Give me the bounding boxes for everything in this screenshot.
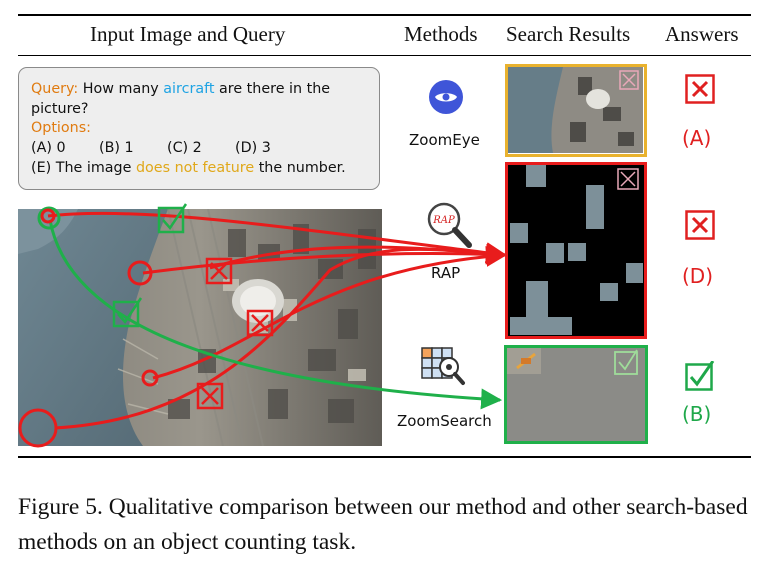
header-input-image-and-query: Input Image and Query <box>90 22 286 46</box>
check-icon <box>112 297 143 328</box>
cross-icon <box>246 309 274 337</box>
method-zoomsearch-label: ZoomSearch <box>397 412 492 430</box>
search-node-red-1 <box>40 208 56 224</box>
header-methods: Methods <box>404 22 478 46</box>
table-top-rule <box>18 14 751 16</box>
option-a: (A) 0 <box>31 140 66 157</box>
query-text-post: are there in the <box>219 81 331 97</box>
option-e-keyword: does not feature <box>135 159 255 176</box>
result-rap <box>505 162 647 339</box>
figure-caption: Figure 5. Qualitative comparison between… <box>18 494 748 555</box>
result-zoomeye <box>505 64 647 157</box>
rap-path-1 <box>47 211 508 264</box>
answer-rap: (D) <box>682 264 714 288</box>
option-e-post: the number. <box>258 159 346 176</box>
query-text-cont: picture? <box>31 100 89 117</box>
table-bottom-rule <box>18 456 751 458</box>
header-search-results: Search Results <box>506 22 631 46</box>
rap-logo-text: RAP <box>432 215 455 226</box>
search-node-red-4 <box>18 408 58 448</box>
result-rap-image <box>508 165 644 335</box>
search-node-red-3 <box>141 369 159 387</box>
option-c: (C) 2 <box>167 140 202 157</box>
answer-zoomeye-cross-icon <box>685 74 715 104</box>
options-label: Options: <box>31 120 91 137</box>
result-zoomsearch <box>504 345 648 444</box>
query-text-pre: How many <box>82 81 159 97</box>
query-label: Query: <box>31 81 79 97</box>
query-keyword: aircraft <box>163 81 215 97</box>
cross-markers <box>196 257 274 410</box>
option-d: (D) 3 <box>235 140 271 157</box>
option-b: (B) 1 <box>99 140 134 157</box>
option-e-pre: (E) The image <box>31 159 132 176</box>
answer-zoomsearch-check-icon <box>685 361 715 391</box>
answer-zoomsearch: (B) <box>682 402 712 426</box>
zoomsearch-path <box>48 219 503 410</box>
magnifier-icon: RAP <box>427 202 472 248</box>
method-zoomeye-label: ZoomEye <box>409 131 480 149</box>
method-rap-label: RAP <box>431 264 461 282</box>
answer-zoomeye: (A) <box>682 126 712 150</box>
search-node-red-2 <box>127 260 153 286</box>
rap-path-5 <box>209 245 506 270</box>
answer-rap-cross-icon <box>685 210 715 240</box>
rap-trajectories <box>47 211 508 430</box>
rap-path-3 <box>152 245 508 380</box>
check-markers <box>112 203 188 328</box>
table-header-rule <box>18 55 751 56</box>
result-zoomeye-image <box>508 67 643 153</box>
rap-path-2 <box>142 243 508 275</box>
query-box: Query: How many aircraft are there in th… <box>18 67 380 190</box>
result-zoomsearch-image <box>507 348 644 440</box>
cross-icon <box>196 382 224 410</box>
check-icon <box>157 203 188 234</box>
eye-robot-icon <box>429 80 463 114</box>
grid-search-icon <box>421 347 465 385</box>
search-node-green <box>37 206 61 230</box>
cross-icon <box>205 257 233 285</box>
header-answers: Answers <box>665 22 739 46</box>
